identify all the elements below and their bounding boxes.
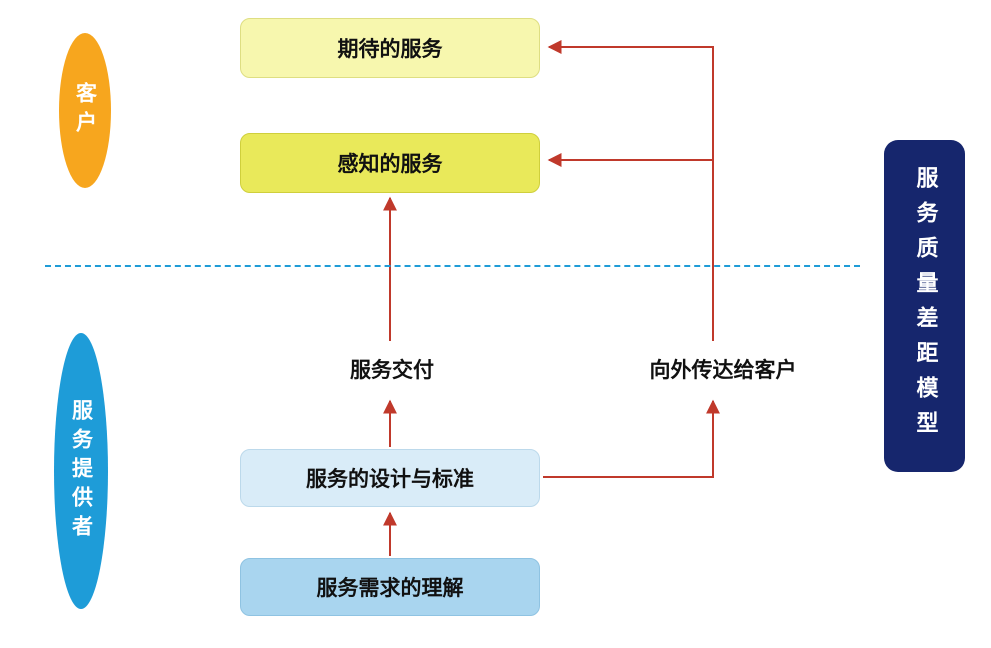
provider-ellipse: 服务提供者 [54,333,108,609]
external-communication-label: 向外传达给客户 [645,354,801,384]
expected-service-label: 期待的服务 [337,37,443,61]
perceived-service-label: 感知的服务 [337,152,443,176]
service-understanding-box: 服务需求的理解 [240,558,540,616]
service-delivery-label: 服务交付 [346,354,438,384]
arrow-communication-to-expected [547,40,714,341]
model-title-label: 服务质量差距模型 [912,166,938,446]
provider-label: 服务提供者 [69,398,94,544]
service-design-label: 服务的设计与标准 [306,467,474,491]
customer-provider-divider [45,265,860,267]
expected-service-box: 期待的服务 [240,18,540,78]
service-design-box: 服务的设计与标准 [240,449,540,507]
model-title-box: 服务质量差距模型 [884,140,965,472]
customer-label: 客户 [73,81,98,140]
perceived-service-box: 感知的服务 [240,133,540,193]
customer-ellipse: 客户 [59,33,111,188]
service-understanding-label: 服务需求的理解 [316,576,464,600]
arrow-design-to-communication [543,399,720,478]
